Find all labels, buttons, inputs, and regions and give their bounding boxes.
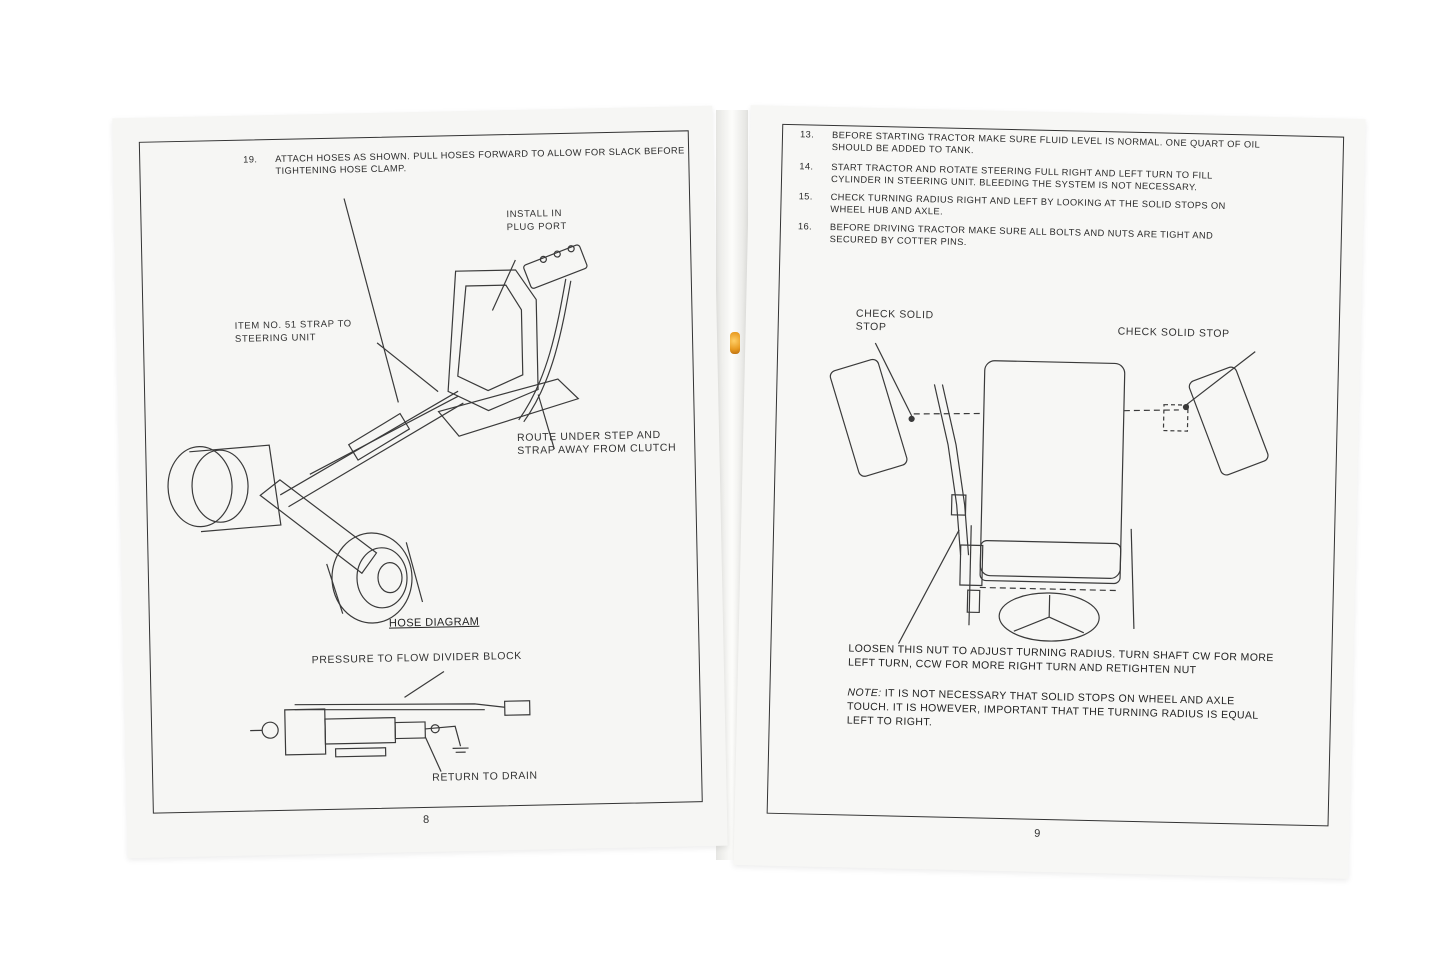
page-number-9: 9 [1034,827,1041,840]
note-text: IT IS NOT NECESSARY THAT SOLID STOPS ON … [846,687,1259,729]
hose-diagram-title: HOSE DIAGRAM [388,615,480,630]
step-14-number: 14. [799,161,814,172]
page-9: 13. BEFORE STARTING TRACTOR MAKE SURE FL… [733,105,1366,879]
step-15-number: 15. [798,191,813,202]
step-13-number: 13. [799,129,815,140]
step-16-number: 16. [797,221,813,232]
step-19-number: 19. [243,154,258,165]
steering-assembly-drawing [167,198,588,624]
label-check-solid-stop-left: CHECK SOLID STOP [855,307,934,334]
turning-radius-drawing [829,342,1269,644]
note-label: NOTE: [847,686,882,700]
staple-top [730,332,740,354]
page-8: 19. ATTACH HOSES AS SHOWN. PULL HOSES FO… [112,105,728,859]
page-number-8: 8 [422,813,430,827]
hose-diagram-drawing [250,671,531,772]
